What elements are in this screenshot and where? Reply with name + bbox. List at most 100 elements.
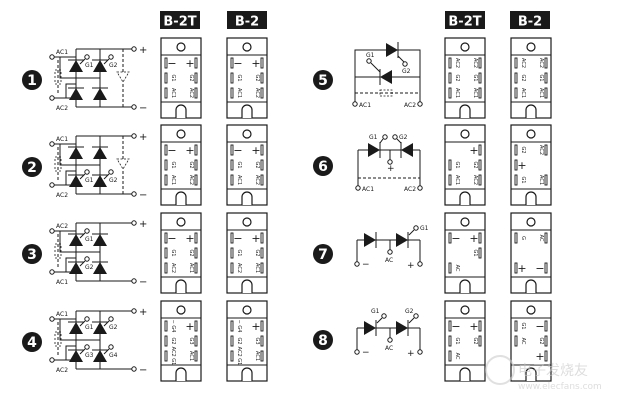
thyristor-icon xyxy=(93,175,107,187)
thyristor-icon xyxy=(93,322,107,334)
ac-label: AC1 xyxy=(56,49,68,56)
pin-terminal-icon xyxy=(230,144,234,156)
wire xyxy=(103,320,110,327)
pin-terminal-icon xyxy=(194,335,198,347)
pin-label: − xyxy=(167,144,176,157)
pin-label: + xyxy=(251,232,260,245)
terminal-icon xyxy=(417,185,423,191)
pin-label: + xyxy=(251,320,260,333)
pin-terminal-icon xyxy=(230,320,234,332)
wire xyxy=(59,144,100,166)
pin-terminal-icon xyxy=(230,350,234,362)
thyristor-icon xyxy=(69,175,83,187)
mounting-slot-icon xyxy=(175,279,187,293)
pin-label: G2 xyxy=(538,337,544,344)
pin-terminal-icon xyxy=(544,335,548,347)
mounting-hole-icon xyxy=(460,129,470,139)
pin-terminal-icon xyxy=(448,87,452,99)
pin-label: − xyxy=(451,232,460,245)
pin-terminal-icon xyxy=(544,262,548,274)
number-circle xyxy=(22,70,42,90)
dashed-resistor-icon xyxy=(54,156,62,172)
gate-label: G4 xyxy=(109,352,118,359)
thyristor-icon xyxy=(401,143,413,157)
terminal-icon xyxy=(49,357,55,363)
plus-label: + xyxy=(407,349,415,359)
wire xyxy=(396,138,402,144)
pin-label: AC1 xyxy=(454,88,460,98)
pin-terminal-icon xyxy=(194,350,198,362)
pin-label: AC xyxy=(454,353,460,360)
wire xyxy=(376,317,383,324)
pin-terminal-icon xyxy=(164,144,168,156)
number-circle xyxy=(22,244,42,264)
pin-label: AC xyxy=(538,235,544,242)
header-label: B-2T xyxy=(163,15,196,30)
wire xyxy=(408,317,415,324)
wire xyxy=(103,173,110,180)
pin-terminal-icon xyxy=(448,232,452,244)
terminal-icon xyxy=(84,316,90,322)
number-circle xyxy=(22,157,42,177)
pin-label: + xyxy=(251,144,260,157)
terminal-icon xyxy=(84,54,90,60)
watermark: 电子发烧友 www.elecfans.com xyxy=(485,355,602,392)
pin-terminal-icon xyxy=(478,232,482,244)
pin-terminal-icon xyxy=(544,232,548,244)
header-label: B-2T xyxy=(448,15,481,30)
mounting-slot-icon xyxy=(175,367,187,381)
wire xyxy=(370,62,381,73)
pin-label: AC2 G1 xyxy=(170,347,176,366)
mounting-slot-icon xyxy=(525,104,537,118)
pin-terminal-icon xyxy=(514,57,518,69)
wire xyxy=(408,229,415,236)
mounting-hole-icon xyxy=(526,129,536,139)
pin-terminal-icon xyxy=(194,57,198,69)
pin-terminal-icon xyxy=(260,57,264,69)
pin-terminal-icon xyxy=(448,262,452,274)
circuit-number-badge: 4 xyxy=(22,332,42,352)
pin-terminal-icon xyxy=(194,174,198,186)
pin-label: G1 xyxy=(520,322,526,329)
mounting-slot-icon xyxy=(241,279,253,293)
number-circle xyxy=(313,70,333,90)
thyristor-icon xyxy=(69,234,83,246)
pin-terminal-icon xyxy=(230,159,234,171)
diode-icon xyxy=(93,147,107,159)
pin-label: − xyxy=(451,320,460,333)
gate-label: G1 xyxy=(85,324,94,331)
pin-label: G2 xyxy=(472,337,478,344)
pin-terminal-icon xyxy=(448,159,452,171)
pin-terminal-icon xyxy=(194,87,198,99)
mounting-slot-icon xyxy=(459,104,471,118)
pin-terminal-icon xyxy=(478,72,482,84)
mounting-hole-icon xyxy=(176,42,186,52)
pin-terminal-icon xyxy=(514,320,518,332)
mounting-hole-icon xyxy=(460,42,470,52)
pin-label: G2 xyxy=(170,337,176,344)
pin-label: − xyxy=(535,320,544,333)
circuit-number-badge: 2 xyxy=(22,157,42,177)
thyristor-icon xyxy=(69,60,83,72)
pin-terminal-icon xyxy=(448,72,452,84)
gate-label: G2 xyxy=(85,264,94,271)
terminal-icon xyxy=(108,54,114,60)
number-circle xyxy=(22,332,42,352)
mounting-slot-icon xyxy=(241,104,253,118)
minus-label: − xyxy=(139,103,147,114)
mounting-hole-icon xyxy=(242,217,252,227)
wire xyxy=(79,173,86,180)
pin-terminal-icon xyxy=(260,350,264,362)
dashed-resistor-icon xyxy=(54,331,62,347)
plus-label: + xyxy=(139,132,147,143)
gate-label: G1 xyxy=(85,62,94,69)
terminal-icon xyxy=(108,344,114,350)
pin-terminal-icon xyxy=(194,247,198,259)
mounting-slot-icon xyxy=(175,191,187,205)
